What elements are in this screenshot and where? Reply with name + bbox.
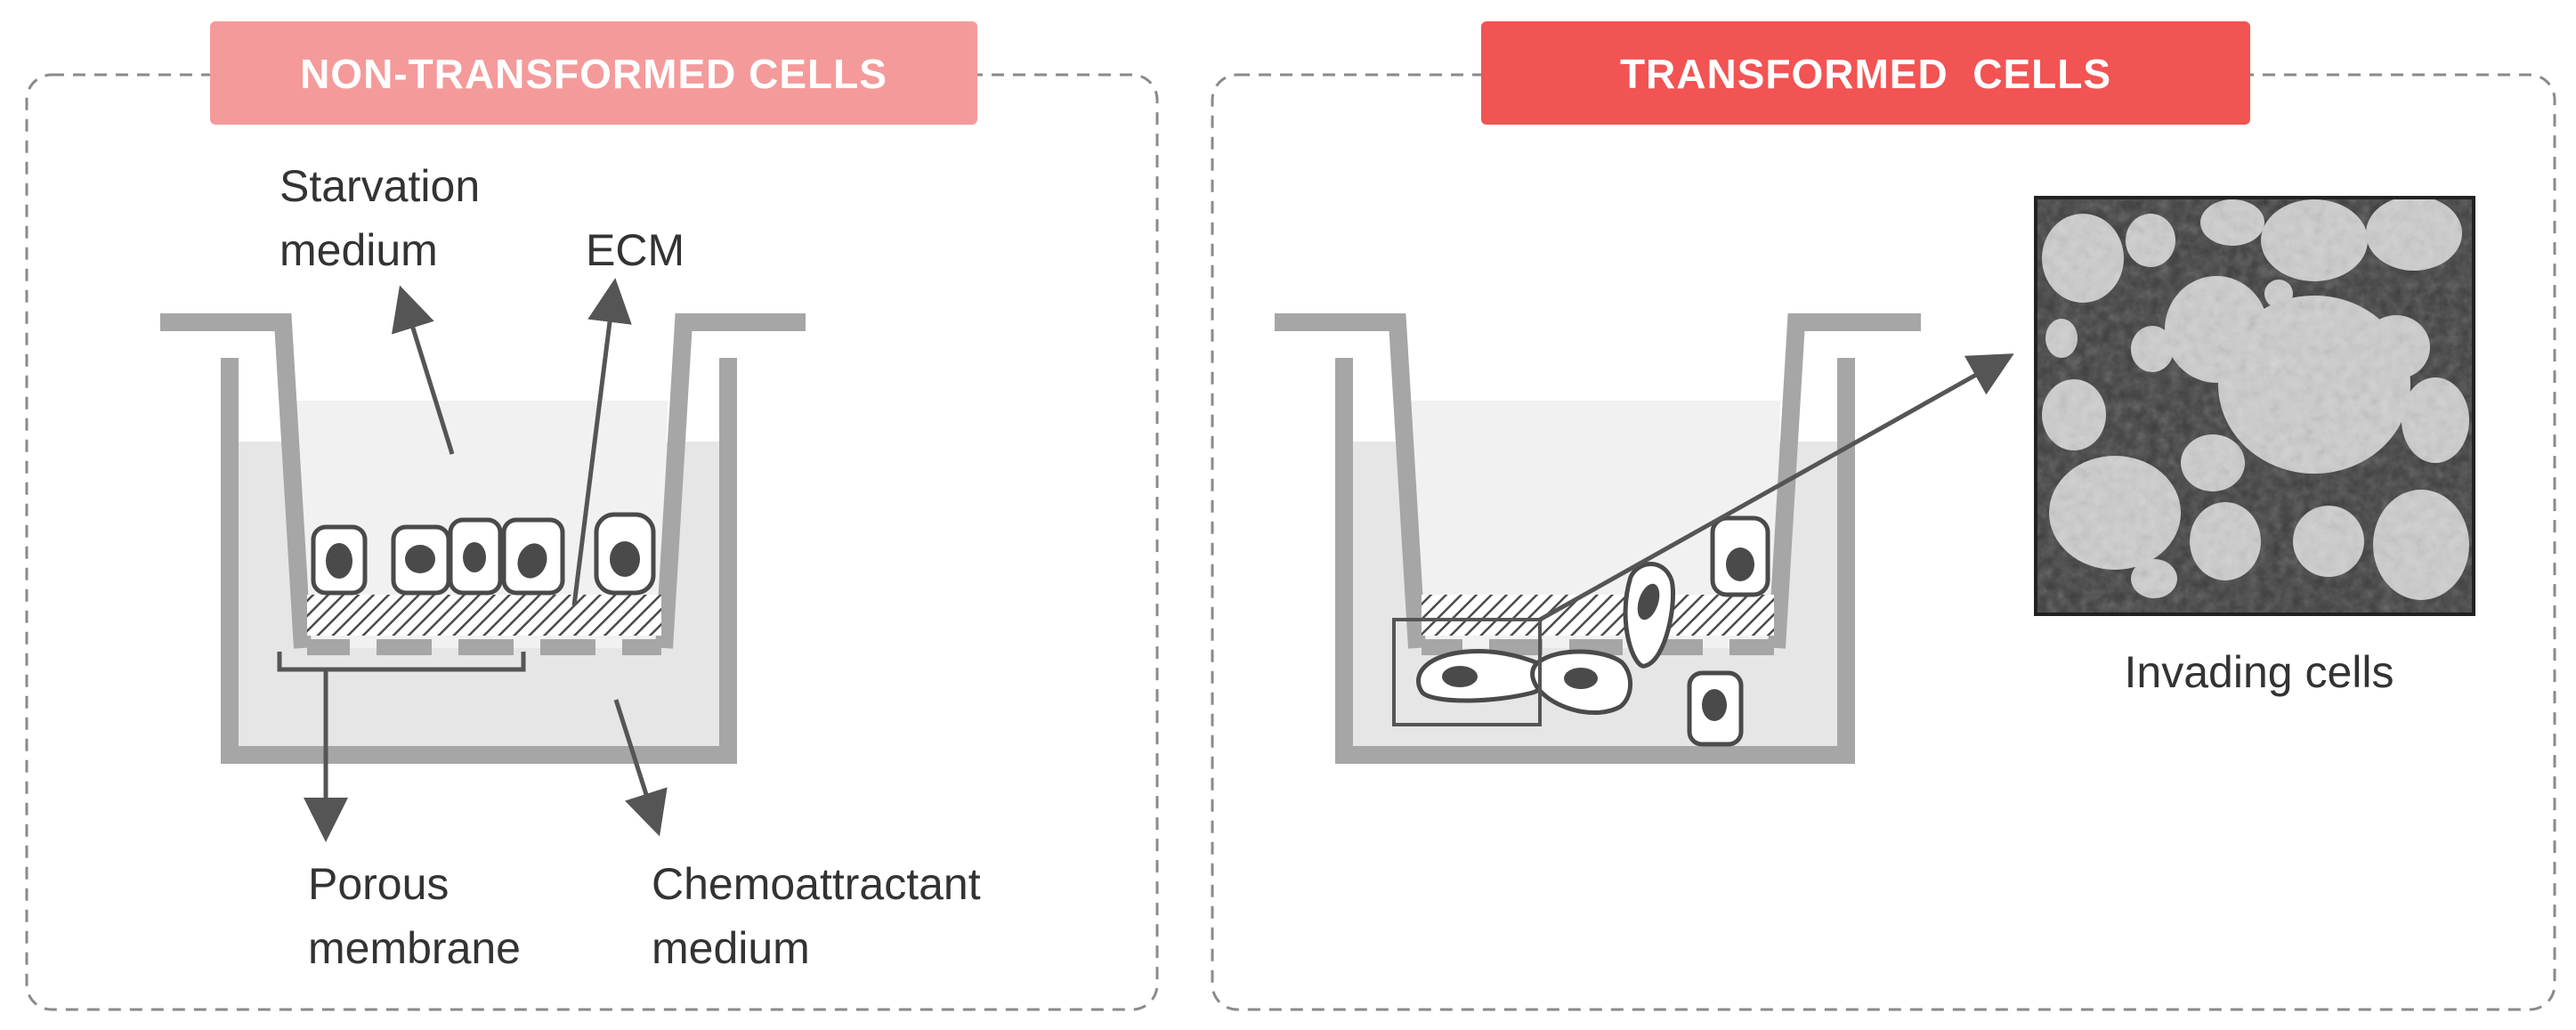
right-ecm-layer [1422, 595, 1774, 636]
left-arrows [277, 278, 668, 842]
nucleus [1442, 666, 1478, 687]
nucleus [1702, 689, 1727, 721]
left-title-banner [210, 21, 977, 125]
membrane-bracket [277, 652, 526, 672]
chemo-label-line2: medium [652, 923, 810, 973]
starvation-label-line1: Starvation [279, 161, 480, 211]
nucleus [1564, 668, 1598, 689]
invading-label: Invading cells [2125, 647, 2394, 697]
nucleus [1726, 547, 1754, 581]
porous-label-line1: Porous [308, 859, 449, 909]
starvation-arrow [392, 285, 455, 455]
left-cells [311, 512, 656, 596]
nucleus [610, 541, 640, 577]
ecm-label: ECM [586, 225, 685, 275]
right-title: TRANSFORMED CELLS [1620, 51, 2111, 97]
invasion-micrograph [2034, 196, 2475, 616]
chemo-label-line1: Chemoattractant [652, 859, 981, 909]
nucleus [463, 542, 486, 572]
nucleus [1637, 583, 1660, 620]
nucleus [517, 543, 547, 579]
left-title: NON-TRANSFORMED CELLS [300, 51, 887, 97]
chemo-arrow [613, 699, 668, 837]
left-panel: NON-TRANSFORMED CELLS [25, 21, 1159, 1011]
nucleus [405, 545, 435, 573]
right-panel: TRANSFORMED CELLS [1211, 21, 2556, 1011]
zoom-selection-box [1392, 618, 1542, 726]
right-cells [1416, 515, 1770, 747]
right-insert [1275, 313, 1921, 649]
starvation-label-line2: medium [279, 225, 438, 275]
left-ecm-layer [307, 595, 661, 636]
right-title-banner [1481, 21, 2250, 125]
nucleus [326, 543, 352, 579]
left-porous-membrane [307, 639, 661, 655]
porous-label-line2: membrane [308, 923, 521, 973]
ecm-arrow [571, 278, 632, 606]
zoom-arrow [1538, 353, 2014, 622]
cell [1416, 649, 1550, 703]
